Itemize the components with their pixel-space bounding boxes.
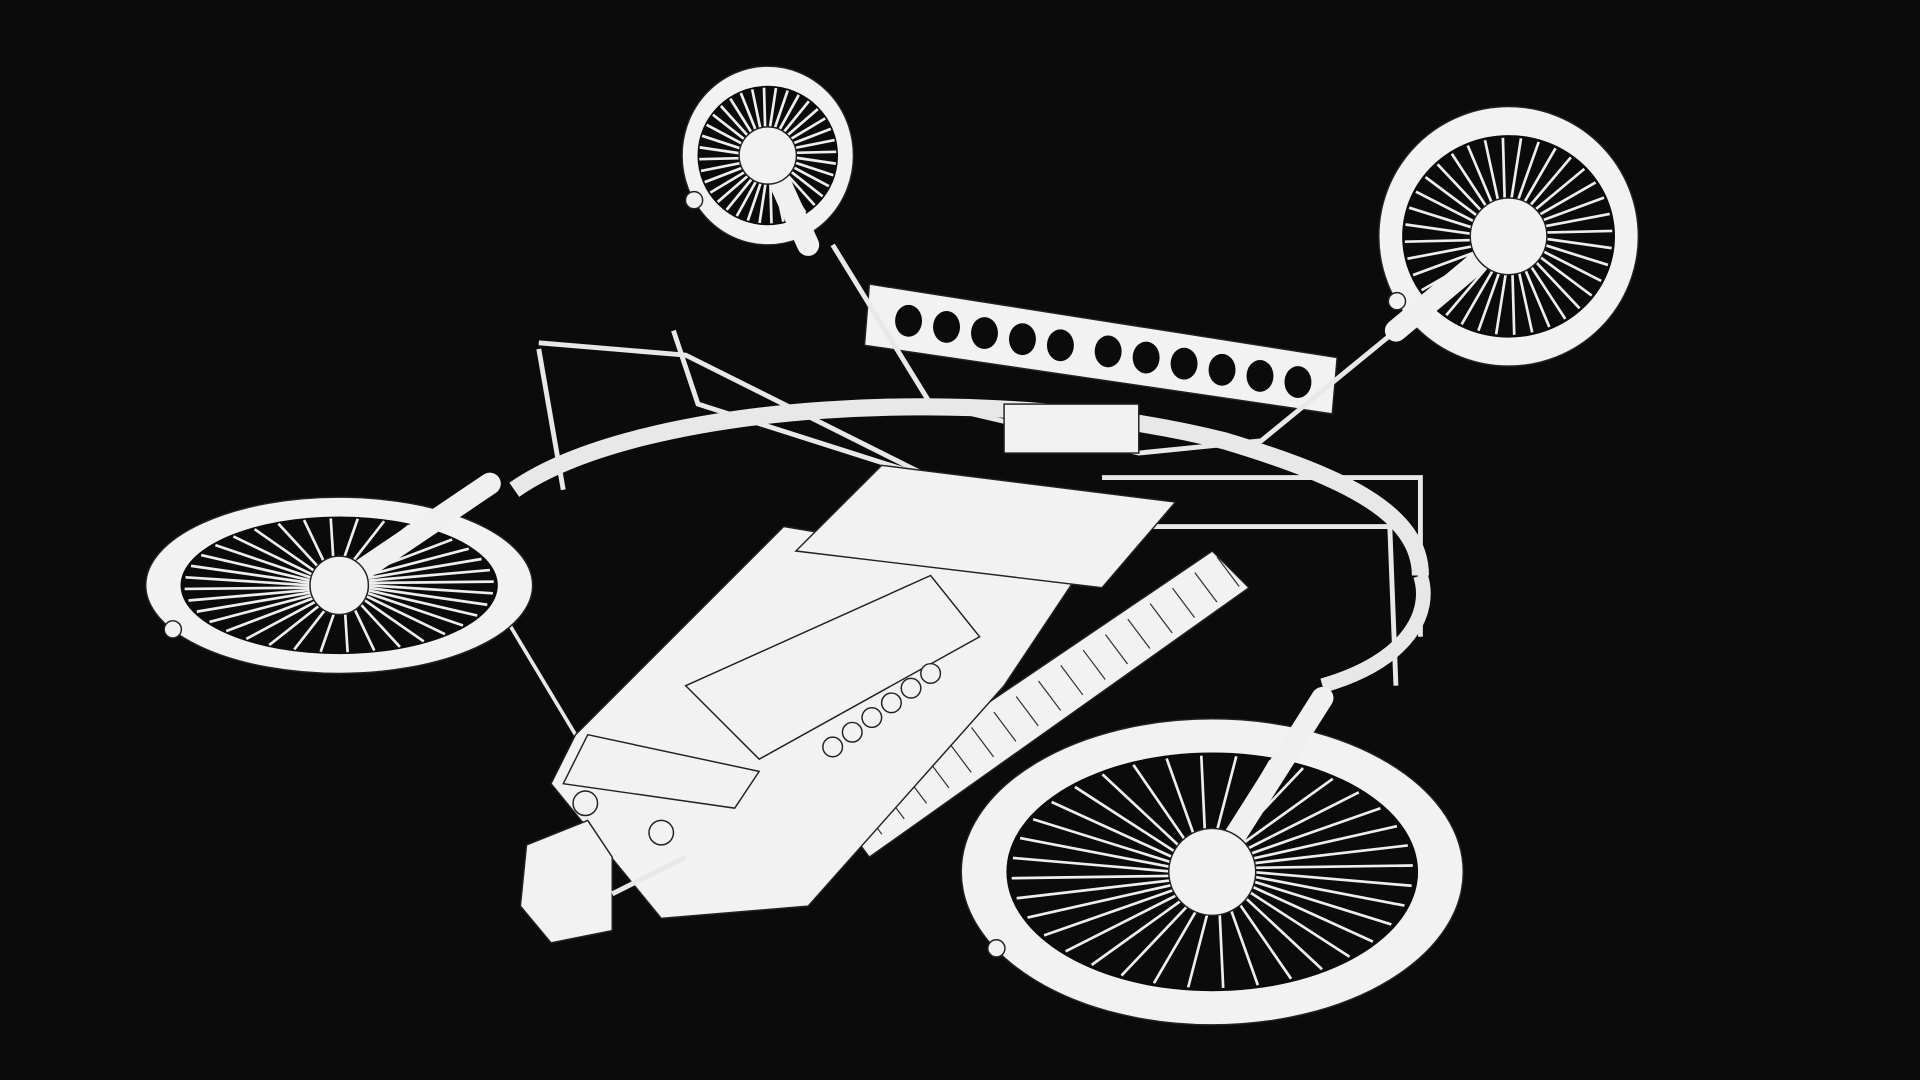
cylinder-segment [948, 742, 972, 773]
fan-blade [200, 553, 313, 583]
exhaust-port [880, 692, 902, 714]
fan-blade [1235, 791, 1360, 856]
fuselage [550, 403, 1177, 920]
fan-blade [196, 590, 315, 613]
cylinder-segment [1015, 696, 1039, 727]
cylinder-segment [1038, 680, 1062, 711]
fan-blade [1240, 885, 1351, 958]
light-hole [1046, 329, 1074, 362]
fan-blade [1249, 874, 1405, 907]
exhaust-port [861, 707, 883, 729]
fan-blade [368, 583, 493, 595]
fan-blade [1249, 864, 1413, 870]
exhaust-port [822, 736, 844, 758]
cylinder-segment [1127, 618, 1151, 649]
fan-blade [1229, 890, 1293, 980]
fan-blade [209, 592, 318, 624]
fan-blade [245, 595, 326, 641]
fan-blade [366, 568, 491, 583]
fan-blade [1027, 882, 1180, 919]
fan-blade [188, 588, 313, 602]
fan-blade [1090, 890, 1195, 966]
light-hole [1284, 366, 1312, 398]
fan-blade [1011, 874, 1176, 880]
fan-blade [184, 586, 311, 591]
fan-blade [1235, 888, 1323, 971]
fan-blade [1074, 785, 1185, 859]
exhaust-port [920, 662, 942, 684]
cylinder-segment [1194, 572, 1218, 603]
fan-blade [1244, 824, 1398, 862]
fan-blade [1240, 806, 1381, 859]
rotor-hub [1168, 827, 1257, 917]
fan-blade [363, 590, 464, 627]
fan-blade [360, 592, 446, 636]
fan-blade [361, 547, 470, 579]
cylinder-segment [1060, 665, 1084, 696]
fan-blade [1230, 777, 1334, 854]
light-hole [895, 304, 923, 337]
fan-blade [185, 575, 311, 587]
fan-blade [1019, 836, 1176, 870]
fan-blade [357, 594, 425, 643]
rotor-1 [681, 65, 855, 256]
fan-blade [1051, 800, 1181, 862]
fan-blade [1016, 878, 1178, 900]
rotor-hub [738, 126, 798, 185]
light-bar [863, 283, 1338, 415]
cylinder-segment [971, 727, 995, 758]
fan-blade [253, 528, 322, 577]
fan-blade [364, 557, 482, 581]
rotor-4 [960, 686, 1464, 1026]
fan-blade [1101, 773, 1189, 856]
rotors [144, 65, 1640, 1026]
rotor-light [1387, 291, 1407, 311]
rotor-arm [328, 472, 501, 597]
cylinder-segment [1149, 603, 1173, 634]
fan-blade [1132, 764, 1195, 853]
light-hole [1008, 323, 1036, 356]
light-hole [933, 311, 960, 343]
rotor-light [684, 190, 704, 210]
light-hole [1246, 360, 1274, 392]
light-hole [1208, 353, 1236, 386]
cylinder-segment [993, 711, 1017, 742]
fan-blade [1043, 885, 1184, 937]
cylinder-segment [1105, 634, 1129, 665]
fan-blade [367, 580, 494, 585]
exhaust-port [900, 677, 922, 699]
fan-blade [1244, 882, 1374, 943]
fan-blade [1012, 856, 1175, 874]
light-hole [971, 317, 998, 349]
fan-blade [190, 564, 311, 585]
fan-blade [367, 586, 488, 607]
rotor-2 [1378, 105, 1640, 367]
fan-blade [1247, 844, 1408, 866]
cylinder-segment [1216, 556, 1240, 587]
fan-blade [366, 588, 478, 617]
rotor-hub [1469, 197, 1548, 276]
light-hole [1170, 347, 1198, 380]
fan-blade [1247, 878, 1392, 926]
fan-blade [232, 535, 318, 579]
exhaust-port [841, 721, 863, 743]
rotor-hub [309, 555, 370, 616]
light-hole [1132, 341, 1160, 374]
rotor-3 [144, 472, 534, 675]
rotor-light [163, 620, 183, 639]
cylinder-segment [1082, 649, 1106, 680]
rotor-light [987, 939, 1006, 958]
fan-blade [225, 594, 322, 633]
fan-blade [1065, 888, 1189, 953]
nose-box [519, 819, 687, 944]
fan-blade [214, 543, 315, 580]
cylinder-segment [1171, 587, 1196, 618]
fan-blade [1249, 870, 1412, 888]
light-hole [1094, 335, 1122, 368]
fan-blade [1032, 817, 1178, 866]
